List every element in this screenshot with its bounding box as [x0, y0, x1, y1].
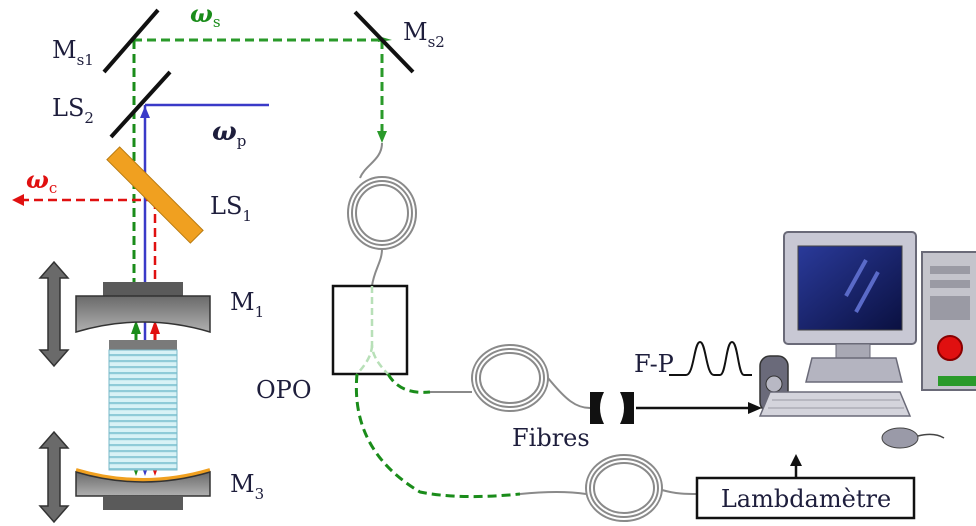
label-fibres: Fibres: [512, 424, 590, 452]
label-ms1: Ms1: [52, 36, 94, 69]
lambdametre-arrow: [790, 454, 802, 478]
mirror-ls2: [109, 70, 172, 139]
label-opo: OPO: [256, 376, 312, 404]
double-arrow-icon: [38, 260, 70, 368]
label-m3: M3: [230, 470, 264, 503]
label-m1: M1: [230, 288, 264, 321]
signal-arrowheads: [377, 36, 392, 143]
cavity-mirror-m3: [75, 468, 211, 510]
coupler-fibres: [356, 286, 389, 375]
fp-output-arrow: [636, 402, 762, 414]
label-omega-s: ωs: [190, 0, 221, 31]
mouse-icon: [881, 427, 945, 449]
computer-icon: [783, 231, 976, 391]
fiber-coil-icon: [585, 454, 699, 522]
fiber-coil-icon: [347, 142, 417, 287]
fiber-to-lambdametre: [354, 373, 587, 499]
fiber-to-fp: [386, 373, 472, 394]
beamsplitter-ls1: [106, 146, 204, 244]
label-ls1: LS1: [210, 192, 252, 225]
label-ls2: LS2: [52, 94, 94, 127]
signal-beam: [132, 38, 384, 285]
fp-spectrum: [669, 340, 752, 376]
mirror-ms2: [353, 10, 415, 74]
label-lambdametre: Lambdamètre: [721, 485, 891, 513]
cavity-mirror-m1: [75, 282, 211, 334]
mirror-ms1: [102, 8, 160, 74]
keyboard-icon: [758, 391, 912, 417]
opo-coupler-box: [331, 284, 409, 376]
complementary-beam: [18, 198, 157, 285]
lambdametre-box: [695, 476, 916, 520]
nonlinear-crystal: [108, 340, 178, 471]
double-arrow-icon: [38, 430, 70, 524]
complementary-arrowhead: [12, 194, 24, 206]
label-omega-c: ωc: [26, 165, 57, 197]
label-fp: F-P: [634, 350, 674, 378]
label-ms2: Ms2: [403, 18, 445, 51]
fiber-coil-icon: [471, 344, 591, 412]
label-omega-p: ωp: [212, 117, 246, 150]
lens-icon: [590, 392, 634, 424]
